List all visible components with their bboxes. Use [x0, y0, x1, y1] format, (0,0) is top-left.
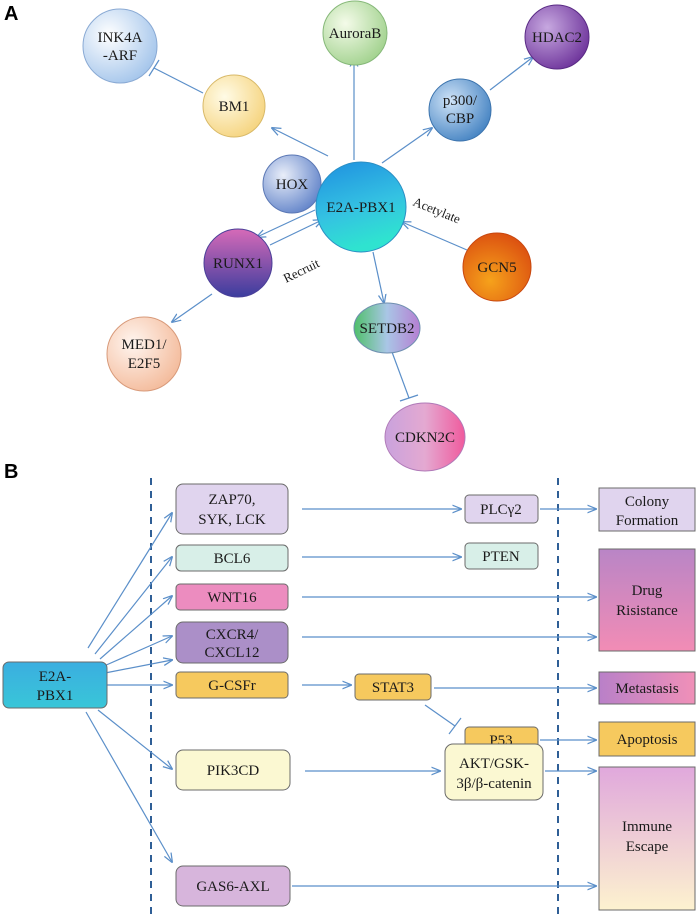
- edge-e2a-gas6: [85, 711, 172, 862]
- node-cdkn2c-label: CDKN2C: [395, 430, 455, 446]
- edge-e2a-setdb2: [372, 251, 384, 303]
- box-bcl6: BCL6: [175, 544, 289, 572]
- edge-e2a-bm1: [272, 128, 329, 157]
- node-gcn5: GCN5: [462, 232, 532, 302]
- node-setdb2-label: SETDB2: [359, 321, 414, 337]
- node-med1-e2f5-line2: E2F5: [128, 356, 161, 372]
- box-pik3cd-label: PIK3CD: [207, 763, 260, 779]
- node-hox: HOX: [262, 154, 322, 214]
- box-pik3cd: PIK3CD: [175, 749, 291, 791]
- box-e2a-pbx1-line2: PBX1: [37, 688, 74, 704]
- box-gcsfr-label: G-CSFr: [208, 678, 256, 694]
- edge-label-acetylate: Acetylate: [411, 194, 463, 227]
- edge-e2a-runx1: [257, 209, 316, 237]
- node-bm1: BM1: [202, 74, 266, 138]
- box-gcsfr: G-CSFr: [175, 671, 289, 699]
- edge-e2a-wnt16: [99, 596, 172, 660]
- edge-e2a-cxcr4: [103, 636, 172, 667]
- box-e2a-pbx1: E2A- PBX1: [2, 661, 108, 709]
- box-akt-line2: 3β/β-catenin: [456, 776, 532, 792]
- box-drug-line2: Risistance: [616, 603, 678, 619]
- box-apoptosis-label: Apoptosis: [617, 732, 678, 748]
- box-cxcr4: CXCR4/ CXCL12: [175, 621, 289, 664]
- panel-b-edges: [85, 509, 596, 886]
- edge-bm1-ink4a-bar: [148, 59, 160, 77]
- box-gas6-label: GAS6-AXL: [196, 879, 269, 895]
- node-p300-cbp-line1: p300/: [443, 93, 478, 109]
- node-runx1-label: RUNX1: [213, 256, 263, 272]
- box-metastasis-label: Metastasis: [615, 681, 678, 697]
- edge-runx1-e2a: [269, 220, 322, 246]
- edge-e2a-p300: [381, 128, 432, 164]
- edge-e2a-zap70: [87, 513, 172, 649]
- box-stat3-label: STAT3: [372, 680, 414, 696]
- panel-b-label: B: [4, 461, 18, 483]
- node-med1-e2f5: MED1/ E2F5: [106, 316, 182, 392]
- edge-setdb2-cdkn2c-bar: [399, 394, 419, 402]
- box-cxcr4-line1: CXCR4/: [206, 627, 259, 643]
- box-drug-line1: Drug: [632, 583, 663, 599]
- panel-a-edges: [148, 57, 533, 402]
- node-ink4a-arf-line2: -ARF: [103, 48, 137, 64]
- edge-bm1-ink4a: [153, 67, 204, 94]
- edge-e2a-cxcr4-b: [104, 660, 172, 674]
- box-apoptosis: Apoptosis: [598, 721, 696, 757]
- box-cxcr4-line2: CXCL12: [204, 645, 259, 661]
- box-zap70-line2: SYK, LCK: [198, 512, 266, 528]
- box-colony-formation: Colony Formation: [598, 487, 696, 532]
- box-e2a-pbx1-line1: E2A-: [39, 669, 72, 685]
- node-ink4a-arf: INK4A -ARF: [82, 8, 158, 84]
- box-colony-line2: Formation: [616, 513, 679, 529]
- box-immune-escape: Immune Escape: [598, 766, 696, 911]
- box-pten-label: PTEN: [482, 549, 520, 565]
- box-gas6: GAS6-AXL: [175, 865, 291, 907]
- box-drug-risistance: Drug Risistance: [598, 548, 696, 652]
- node-cdkn2c: CDKN2C: [384, 402, 466, 472]
- edge-e2a-bcl6: [94, 557, 172, 655]
- edge-setdb2-cdkn2c: [391, 351, 410, 399]
- box-plcg2: PLCγ2: [464, 494, 539, 524]
- box-pten: PTEN: [464, 542, 539, 570]
- box-wnt16-label: WNT16: [207, 590, 257, 606]
- edge-runx1-med1: [172, 293, 213, 322]
- box-immune-line2: Escape: [626, 839, 669, 855]
- box-zap70-line1: ZAP70,: [208, 492, 255, 508]
- box-wnt16: WNT16: [175, 583, 289, 611]
- edge-stat3-p53-bar: [448, 717, 462, 735]
- node-med1-e2f5-line1: MED1/: [122, 337, 168, 353]
- panel-a-label: A: [4, 3, 18, 25]
- box-plcg2-label: PLCγ2: [480, 502, 522, 518]
- node-ink4a-arf-line1: INK4A: [98, 30, 143, 46]
- box-zap70: ZAP70, SYK, LCK: [175, 483, 289, 535]
- node-hdac2: HDAC2: [524, 4, 590, 70]
- node-aurorab: AuroraB: [322, 0, 388, 66]
- node-p300-cbp-line2: CBP: [446, 111, 474, 127]
- edge-p300-hdac2: [489, 57, 533, 91]
- edge-e2a-pik3cd: [97, 709, 172, 769]
- node-hdac2-label: HDAC2: [532, 30, 582, 46]
- box-colony-line1: Colony: [625, 494, 670, 510]
- box-akt: AKT/GSK- 3β/β-catenin: [444, 743, 544, 801]
- edge-label-recruit: Recruit: [281, 255, 322, 285]
- edge-stat3-p53: [424, 704, 456, 727]
- node-hox-label: HOX: [276, 177, 309, 193]
- node-gcn5-label: GCN5: [477, 260, 516, 276]
- node-e2a-pbx1-label: E2A-PBX1: [326, 200, 395, 216]
- box-akt-line1: AKT/GSK-: [459, 756, 529, 772]
- node-p300-cbp: p300/ CBP: [428, 78, 492, 142]
- node-aurorab-label: AuroraB: [329, 26, 382, 42]
- box-bcl6-label: BCL6: [214, 551, 251, 567]
- box-metastasis: Metastasis: [598, 671, 696, 705]
- node-setdb2: SETDB2: [353, 302, 421, 354]
- node-e2a-pbx1: E2A-PBX1: [315, 161, 407, 253]
- box-stat3: STAT3: [354, 673, 432, 701]
- node-runx1: RUNX1: [203, 228, 273, 298]
- node-bm1-label: BM1: [219, 99, 250, 115]
- edge-gcn5-e2a: [402, 222, 468, 251]
- box-immune-line1: Immune: [622, 819, 672, 835]
